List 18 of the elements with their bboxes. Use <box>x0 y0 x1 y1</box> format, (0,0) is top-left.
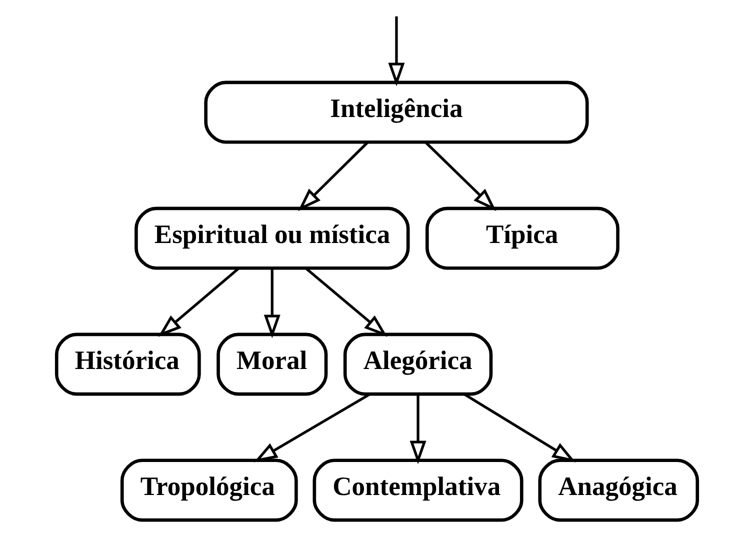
arrow <box>409 394 426 464</box>
arrow <box>424 141 496 212</box>
arrow <box>388 16 404 86</box>
node-box: Espiritual ou mística <box>134 206 410 270</box>
arrow <box>304 267 387 337</box>
node-box: Anagógica <box>538 458 699 522</box>
node-box: Tropológica <box>120 458 298 522</box>
node-box: Histórica <box>54 332 200 396</box>
arrow <box>463 393 576 462</box>
node-box: Inteligência <box>204 80 588 144</box>
arrow <box>253 393 370 462</box>
node-box: Moral <box>216 332 328 396</box>
arrow <box>158 267 240 337</box>
arrow <box>297 141 368 212</box>
node-box: Contemplativa <box>312 458 523 522</box>
node-box: Típica <box>425 206 619 270</box>
node-box: Alegórica <box>342 332 492 396</box>
arrow <box>263 268 280 338</box>
